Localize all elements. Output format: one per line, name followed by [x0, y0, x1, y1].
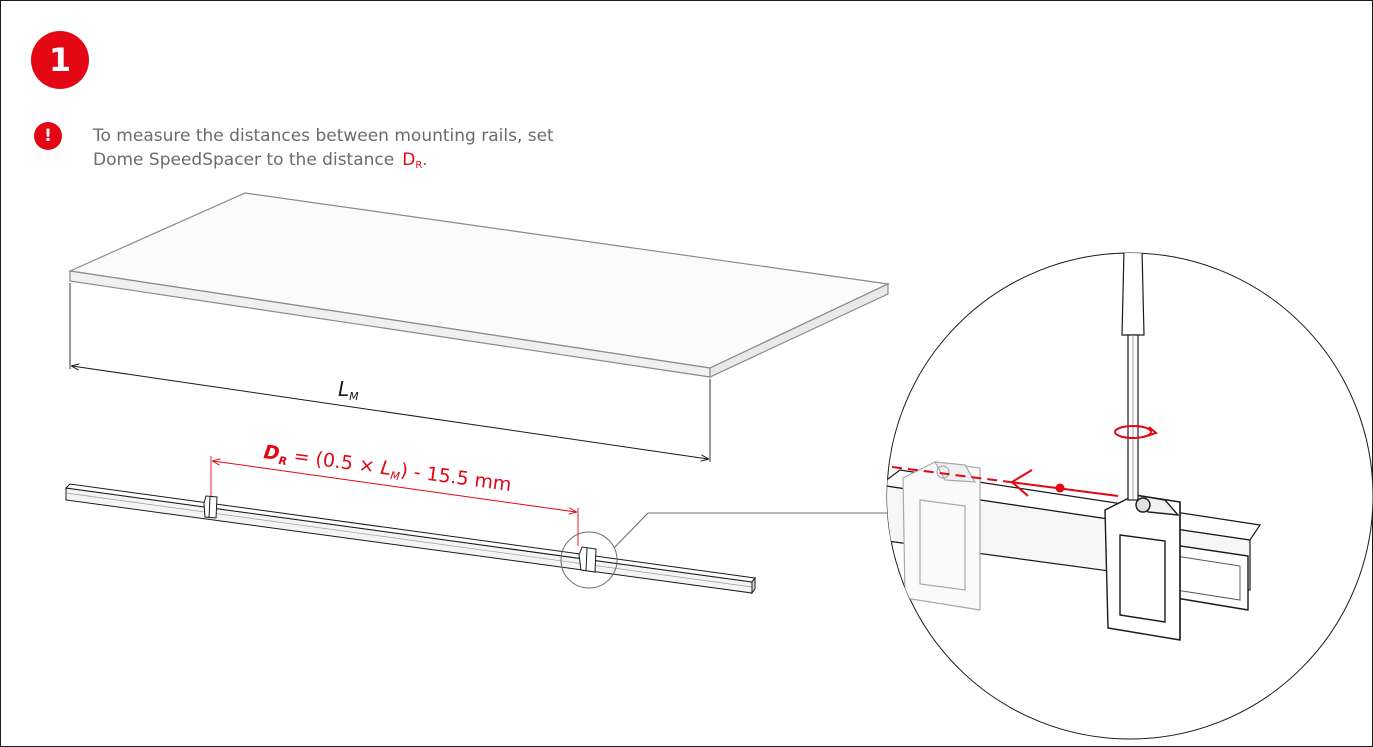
detail-leader-line [613, 512, 902, 549]
detail-marker-circle [560, 531, 618, 589]
warning-line-2-text: Dome SpeedSpacer to the distance [93, 150, 395, 170]
warning-line-1: To measure the distances between mountin… [93, 126, 554, 146]
spacer-clip-left [203, 495, 218, 519]
screwdriver-icon [1121, 253, 1145, 501]
distance-symbol: DR [402, 150, 423, 171]
distance-formula: DR = (0.5 × LM) - 15.5 mm [262, 441, 513, 498]
warning-note: To measure the distances between mountin… [93, 124, 733, 178]
panel-length-dimension: LM [69, 283, 711, 462]
panel-length-label: LM [338, 377, 359, 403]
exclamation-icon: ! [34, 122, 62, 150]
mounting-rail [64, 483, 756, 595]
detail-view [886, 252, 1373, 740]
rotation-arrow-icon [1114, 425, 1158, 439]
step-number-badge: 1 [31, 31, 89, 89]
slide-direction-arrow [891, 466, 1119, 497]
spacer-clip-right [578, 546, 597, 573]
panel-slab [67, 192, 891, 378]
